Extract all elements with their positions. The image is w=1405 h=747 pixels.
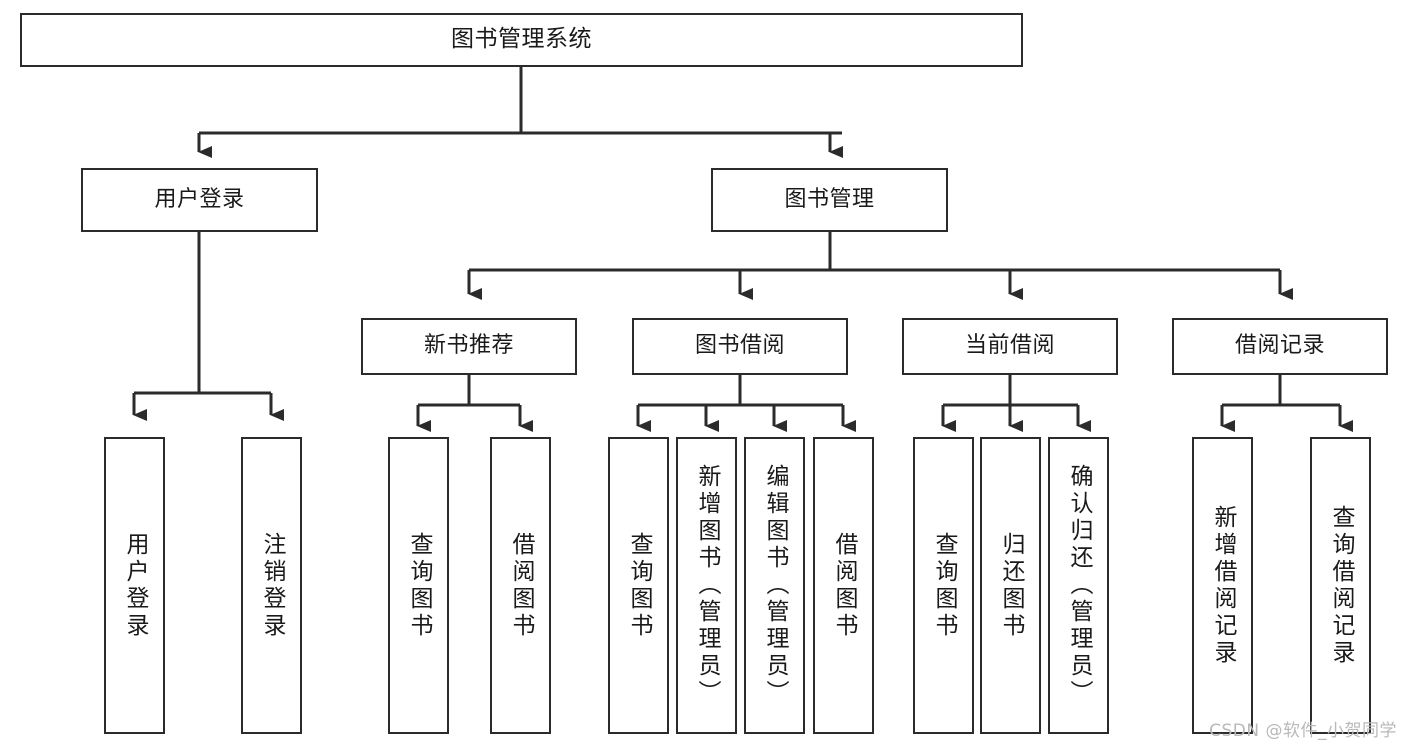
leaf-user-login-label: 用户登录 (122, 531, 148, 640)
leaf-newbook-borrow-book-label: 借阅图书 (508, 531, 534, 640)
leaf-newbook-borrow-book[interactable]: 借阅图书 (490, 437, 551, 734)
leaf-records-add-record[interactable]: 新增借阅记录 (1192, 437, 1253, 734)
leaf-user-logout[interactable]: 注销登录 (241, 437, 302, 734)
node-book-borrow[interactable]: 图书借阅 (632, 318, 848, 375)
leaf-borrow-borrow-book[interactable]: 借阅图书 (813, 437, 874, 734)
leaf-borrow-borrow-book-label: 借阅图书 (831, 531, 857, 640)
leaf-borrow-edit-book[interactable]: 编辑图书（管理员） (744, 437, 805, 734)
leaf-borrow-add-book-label: 新增图书（管理员） (694, 464, 720, 707)
node-book-borrow-label: 图书借阅 (694, 333, 785, 359)
node-user-login[interactable]: 用户登录 (81, 168, 318, 232)
leaf-current-confirm-return[interactable]: 确认归还（管理员） (1048, 437, 1109, 734)
leaf-records-query-record[interactable]: 查询借阅记录 (1310, 437, 1371, 734)
leaf-records-add-record-label: 新增借阅记录 (1210, 504, 1236, 667)
leaf-current-query-book[interactable]: 查询图书 (913, 437, 974, 734)
leaf-current-return-book[interactable]: 归还图书 (980, 437, 1041, 734)
leaf-newbook-query-book[interactable]: 查询图书 (388, 437, 449, 734)
leaf-current-query-book-label: 查询图书 (931, 531, 957, 640)
node-root[interactable]: 图书管理系统 (20, 13, 1023, 67)
node-current-borrow-label: 当前借阅 (964, 333, 1055, 359)
leaf-current-return-book-label: 归还图书 (998, 531, 1024, 640)
leaf-newbook-query-book-label: 查询图书 (406, 531, 432, 640)
leaf-borrow-query-book[interactable]: 查询图书 (608, 437, 669, 734)
node-current-borrow[interactable]: 当前借阅 (902, 318, 1118, 375)
leaf-borrow-edit-book-label: 编辑图书（管理员） (762, 464, 788, 707)
leaf-user-login[interactable]: 用户登录 (104, 437, 165, 734)
node-borrow-records[interactable]: 借阅记录 (1172, 318, 1388, 375)
leaf-borrow-query-book-label: 查询图书 (626, 531, 652, 640)
leaf-records-query-record-label: 查询借阅记录 (1328, 504, 1354, 667)
node-book-management[interactable]: 图书管理 (711, 168, 948, 232)
node-user-login-label: 用户登录 (154, 186, 245, 212)
node-root-label: 图书管理系统 (451, 26, 592, 53)
watermark: CSDN @软件_小贺同学 (1209, 721, 1397, 741)
node-borrow-records-label: 借阅记录 (1234, 333, 1325, 359)
leaf-user-logout-label: 注销登录 (259, 531, 285, 640)
node-book-management-label: 图书管理 (784, 186, 875, 212)
node-new-book-recommend-label: 新书推荐 (423, 333, 514, 359)
node-new-book-recommend[interactable]: 新书推荐 (361, 318, 577, 375)
leaf-borrow-add-book[interactable]: 新增图书（管理员） (676, 437, 737, 734)
leaf-current-confirm-return-label: 确认归还（管理员） (1066, 464, 1092, 707)
